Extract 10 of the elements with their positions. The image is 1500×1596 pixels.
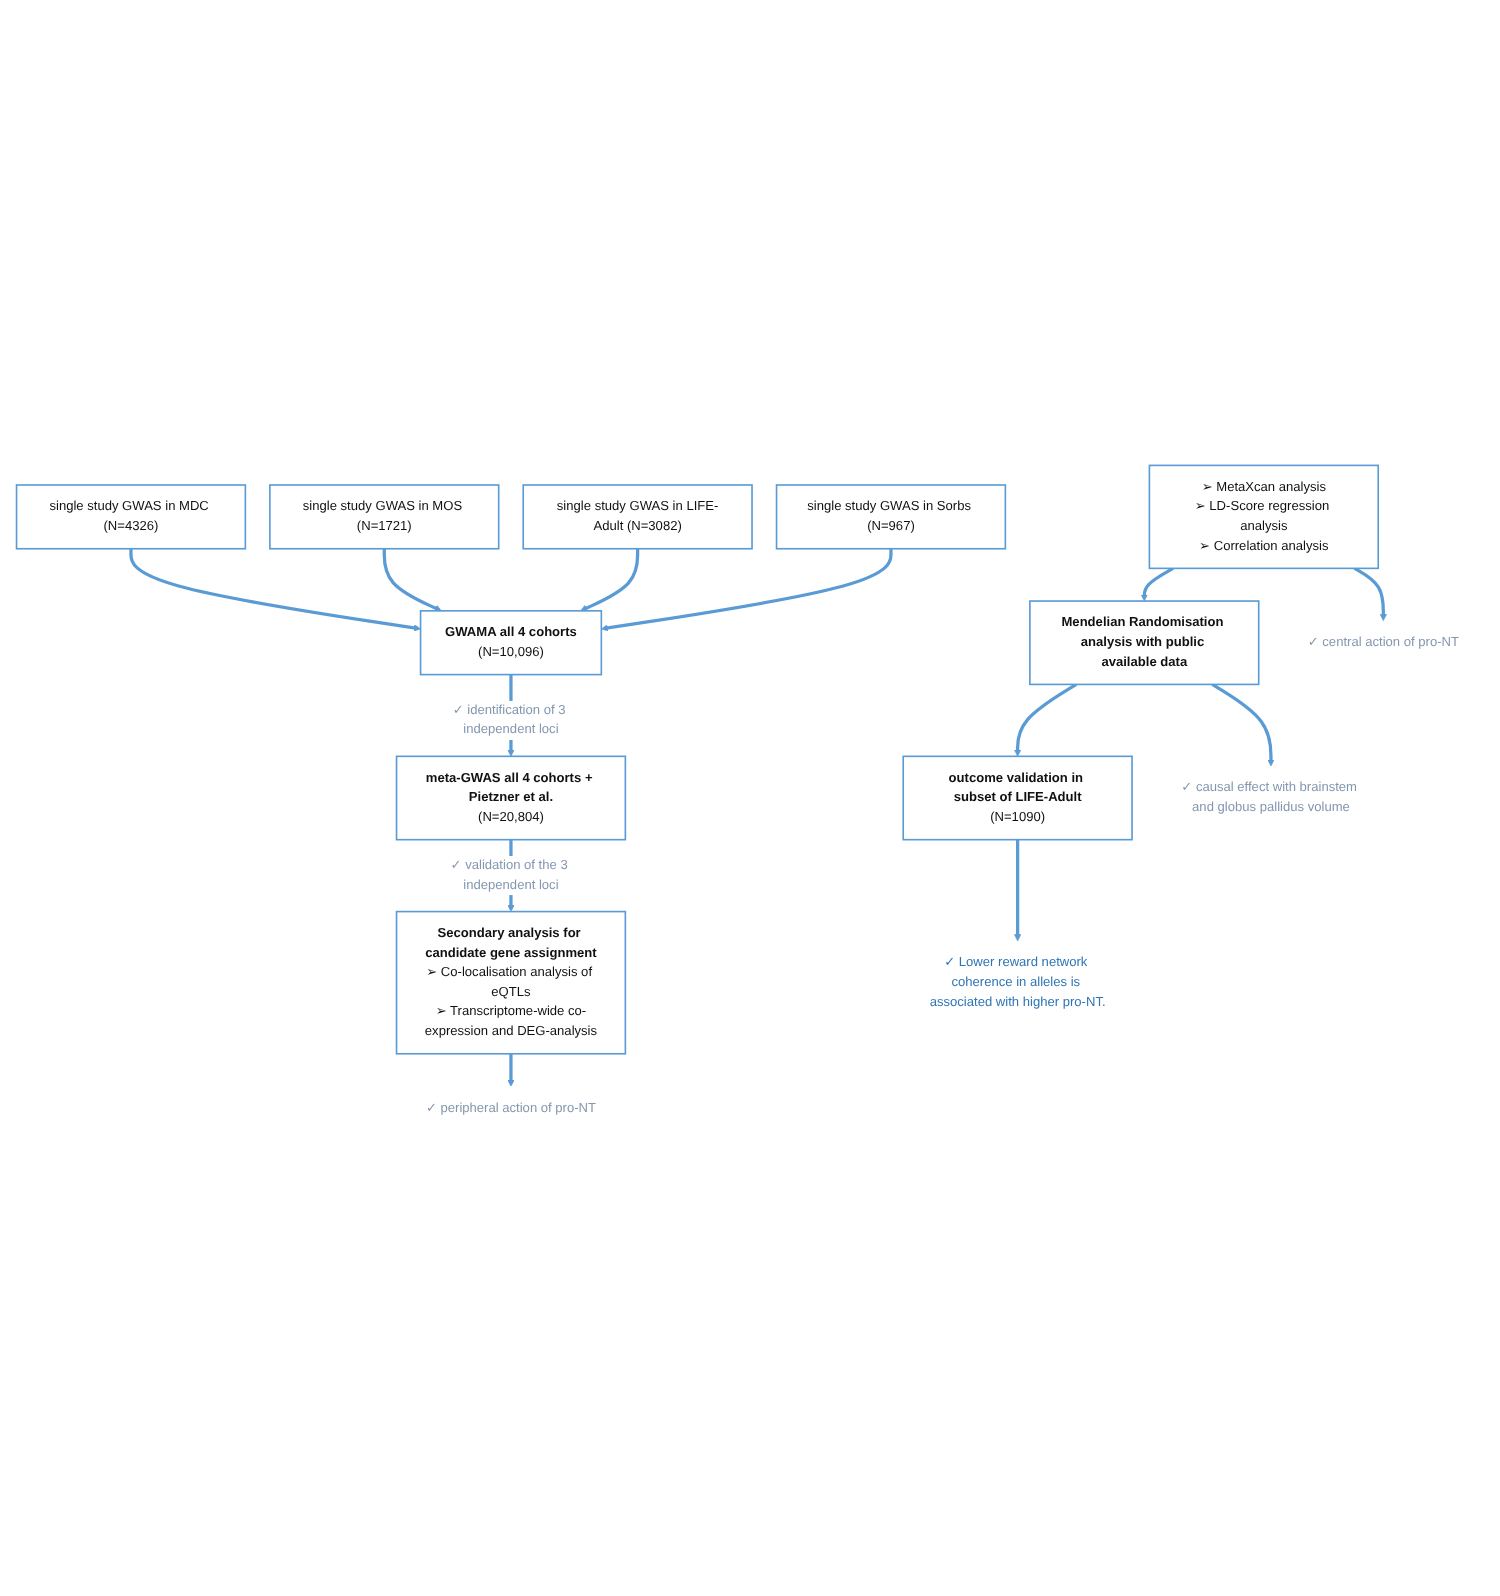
arrow	[601, 548, 893, 632]
arrow	[382, 548, 442, 612]
arrow	[129, 548, 421, 632]
arrow	[1211, 683, 1275, 767]
arrow	[1014, 683, 1078, 757]
arrow	[1353, 566, 1387, 621]
arrow	[580, 548, 640, 612]
arrow	[1140, 566, 1174, 602]
arrow	[507, 1053, 515, 1087]
arrow	[1014, 839, 1022, 942]
